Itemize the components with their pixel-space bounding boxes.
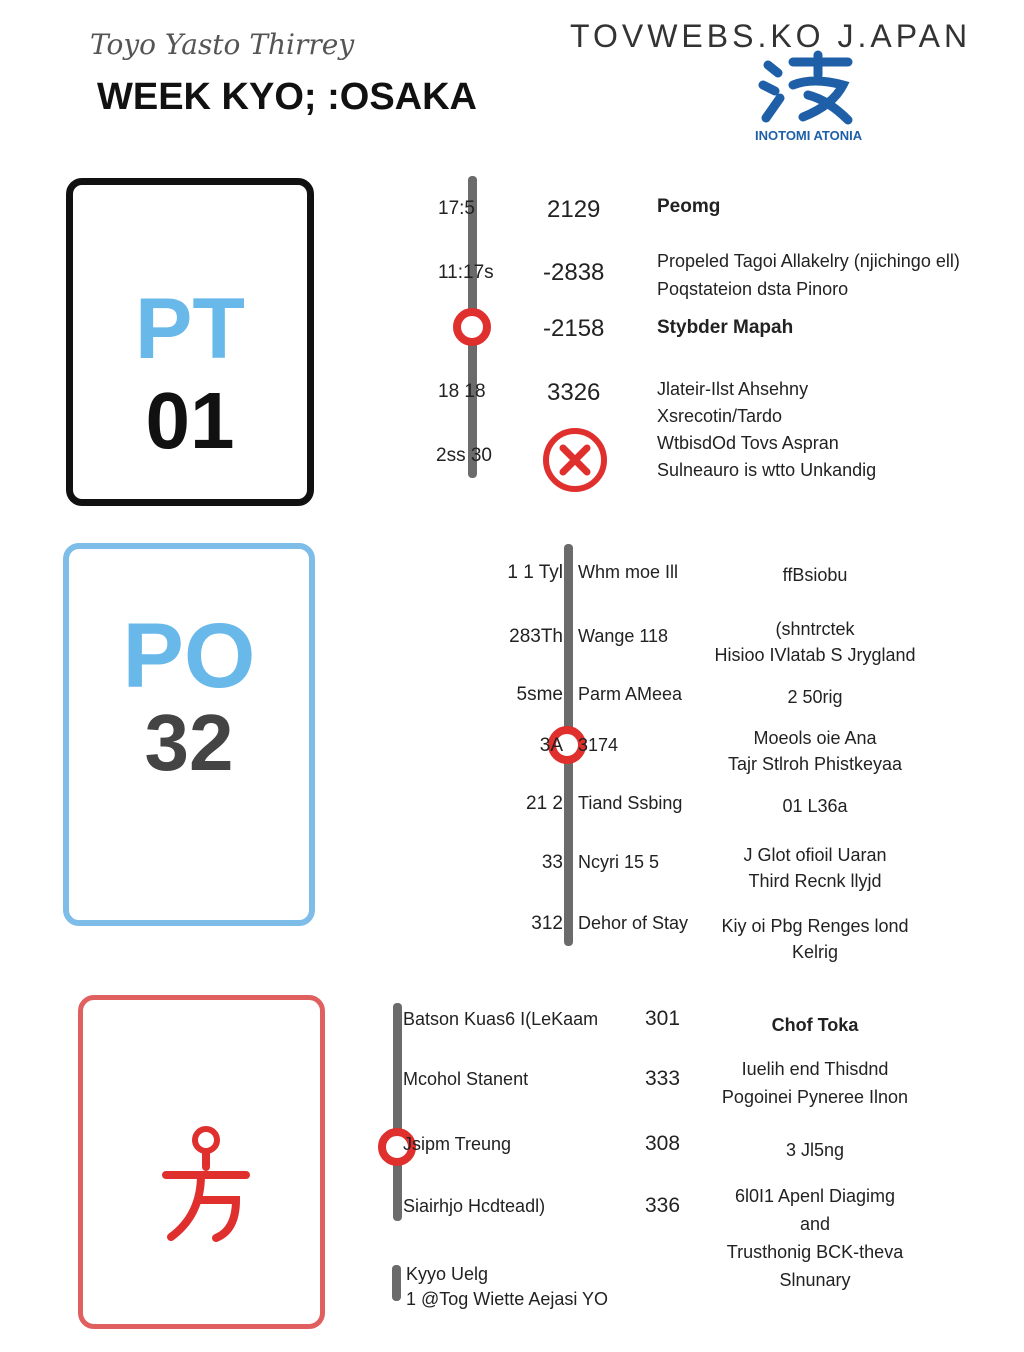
card-number: 32 [144, 698, 234, 787]
time: 5sme [516, 684, 563, 705]
time: 18 18 [438, 381, 486, 402]
time: 17:5 [438, 198, 475, 219]
item-title: Parm AMeea [578, 684, 683, 704]
time: 2ss 30 [436, 445, 492, 466]
value: 336 [645, 1194, 681, 1217]
day-card-pt01: PT 01 [66, 178, 314, 506]
time: 21 2 [526, 793, 563, 814]
item-desc: Kiy oi Pbg Renges lond Kelrig [721, 916, 909, 962]
item-desc: 01 L36a [782, 796, 848, 816]
item-title: Jsipm Treung [403, 1134, 512, 1154]
item-desc: Jlateir-Ilst Ahsehny Xsrecotin/Tardo Wtb… [657, 379, 877, 480]
item-title: Mcohol Stanent [403, 1069, 529, 1089]
cancel-x-icon[interactable] [542, 427, 608, 493]
card-code: PO [122, 605, 256, 707]
value: 333 [645, 1067, 681, 1090]
item-desc: 2 50rig [787, 687, 843, 707]
value: -2158 [543, 315, 605, 342]
page-title: WEEK KYO; :OSAKA [97, 76, 477, 118]
day-card-po32: PO 32 [63, 543, 315, 926]
value: 301 [645, 1007, 681, 1030]
brand-name: TOVWEBS.KO J.APAN [570, 18, 972, 54]
time: 283Th [509, 626, 563, 647]
time: 33 [541, 852, 563, 873]
timeline-marker[interactable] [548, 726, 586, 764]
item-title: 3174 [578, 735, 619, 755]
item-title: Wange 118 [578, 626, 669, 646]
time: 1 1 Tyl [507, 562, 563, 583]
time: 312 [531, 913, 563, 934]
value: 3326 [547, 379, 601, 406]
item-desc: J Glot ofioil Uaran Third Recnk llyjd [743, 845, 887, 891]
script-subtitle: Toyo Yasto Thirrey [90, 28, 355, 61]
item-title: Peomg [657, 196, 721, 217]
item-title: Whm moe Ill [578, 562, 679, 582]
value: 308 [645, 1132, 681, 1155]
timeline-marker[interactable] [453, 308, 491, 346]
item-desc: (shntrctek Hisioo IVlatab S Jrygland [714, 619, 916, 665]
time: 3A [539, 735, 563, 756]
item-title: Ncyri 15 5 [578, 852, 660, 872]
item-desc: ffBsiobu [782, 565, 848, 585]
timeline-marker[interactable] [378, 1128, 416, 1166]
card-code: PT [135, 281, 245, 377]
footer-note: Kyyo Uelg 1 @Tog Wiette Aejasi YO [406, 1264, 609, 1309]
item-desc: 3 Jl5ng [785, 1140, 845, 1160]
time: 11:17s [438, 262, 494, 283]
item-title: Dehor of Stay [578, 913, 689, 933]
item-title: Stybder Mapah [657, 317, 794, 338]
value: 2129 [547, 196, 601, 223]
card-number: 01 [145, 376, 235, 465]
logo-text: INOTOMI ATONIA [755, 128, 863, 143]
item-title: Batson Kuas6 I(LeKaam [403, 1009, 599, 1029]
item-title: Tiand Ssbing [578, 793, 683, 813]
timeline-bar [393, 1003, 402, 1221]
day-card-3 [78, 995, 325, 1329]
item-desc: Moeols oie Ana Tajr Stlroh Phistkeyaa [727, 728, 903, 774]
item-desc: Propeled Tagoi Allakelry (njichingo ell)… [657, 251, 960, 299]
item-desc: Chof Toka [771, 1015, 859, 1035]
timeline-bar-end [392, 1265, 401, 1301]
value: -2838 [543, 259, 605, 286]
item-title: Siairhjo Hcdteadl) [403, 1196, 546, 1216]
logo-icon [758, 50, 853, 125]
pin-symbol-icon [162, 1126, 250, 1242]
item-desc: 6l0I1 Apenl Diagimg and Trusthonig BCK-t… [726, 1186, 904, 1290]
item-desc: Iuelih end Thisdnd Pogoinei Pyneree Ilno… [721, 1059, 909, 1107]
